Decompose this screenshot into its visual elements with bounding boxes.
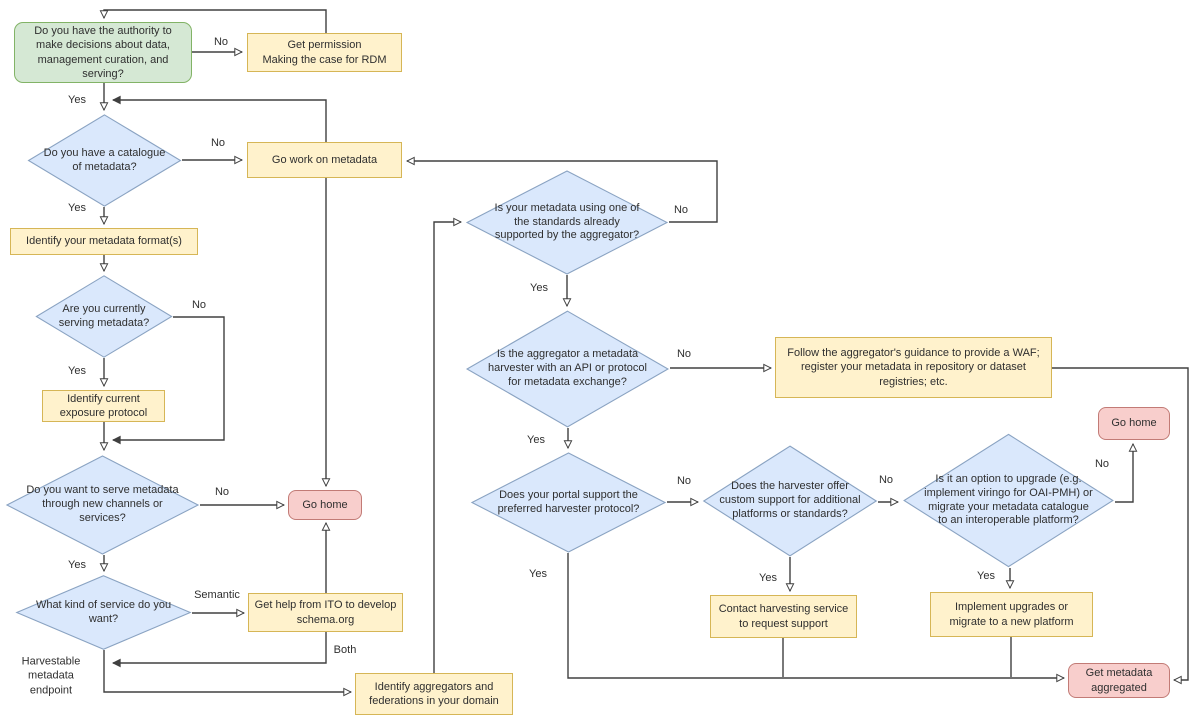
diamond-shape [465,310,670,428]
edge-label-harvester-no: No [676,347,692,360]
decision-label: Is it an option to upgrade (e.g. impleme… [924,473,1093,527]
edge-service-harvestable [103,650,351,692]
node-label: Get help from ITO to develop schema.org [254,599,397,626]
decision-label: Does the harvester offer custom support … [719,480,861,520]
process-identify-aggregators: Identify aggregators and federations in … [355,673,513,715]
edge-guidance-to-aggregated [1052,367,1189,680]
decision-portal-protocol: Does your portal support the preferred h… [470,452,667,553]
diamond-shape [702,445,878,557]
process-get-permission: Get permission Making the case for RDM [247,33,402,72]
edge-label-harvester-yes: Yes [527,433,545,446]
edge-label-authority-yes: Yes [68,93,86,106]
process-identify-exposure-protocol: Identify current exposure protocol [42,390,165,422]
decision-catalogue: Do you have a catalogue of metadata? [27,114,182,207]
edge-label-catalogue-yes: Yes [68,201,86,214]
decision-label: Are you currently serving metadata? [58,302,150,329]
start-authority-question: Do you have the authority to make decisi… [14,22,192,83]
edge-label-service-both: Both [333,643,357,656]
node-label: Identify current exposure protocol [59,392,148,419]
process-follow-guidance: Follow the aggregator's guidance to prov… [775,337,1052,398]
diamond-shape [15,575,192,650]
decision-label: Does your portal support the preferred h… [497,488,640,515]
edge-portal-yes [567,553,1064,678]
edge-label-channels-yes: Yes [68,558,86,571]
node-label: Get permission Making the case for RDM [262,39,387,66]
node-label: Identify your metadata format(s) [26,235,182,248]
decision-label: Is the aggregator a metadata harvester w… [488,348,647,388]
terminal-go-home-2: Go home [1098,407,1170,440]
edge-label-serving-yes: Yes [68,364,86,377]
diamond-shape [902,433,1115,568]
edge-label-catalogue-no: No [210,136,226,149]
edge-permission-return [104,9,327,33]
edge-service-both [113,632,327,663]
node-label: Implement upgrades or migrate to a new p… [949,601,1074,628]
edge-label-custom-yes: Yes [759,571,777,584]
edge-label-service-harvestable: Harvestable metadata endpoint [21,655,81,697]
node-label: Go home [1111,417,1157,430]
terminal-go-home-1: Go home [288,490,362,520]
diamond-shape [35,275,173,358]
process-ito-schema-org: Get help from ITO to develop schema.org [248,593,403,632]
decision-aggregator-harvester: Is the aggregator a metadata harvester w… [465,310,670,428]
node-label: Do you have the authority to make decisi… [34,25,172,80]
diamond-shape [27,114,182,207]
process-go-work-on-metadata: Go work on metadata [247,142,402,178]
node-label: Follow the aggregator's guidance to prov… [787,347,1040,388]
process-contact-harvesting-service: Contact harvesting service to request su… [710,595,857,638]
decision-custom-support: Does the harvester offer custom support … [702,445,878,557]
diamond-shape [470,452,667,553]
edge-label-authority-no: No [213,35,229,48]
edge-gowork-return [113,100,327,142]
edge-aggregators-to-standards [433,222,461,673]
decision-standards-supported: Is your metadata using one of the standa… [465,170,669,275]
edge-label-standards-yes: Yes [530,281,548,294]
decision-new-channels: Do you want to serve metadata through ne… [5,455,200,555]
node-label: Contact harvesting service to request su… [718,603,849,630]
diamond-shape [5,455,200,555]
edge-label-portal-no: No [676,474,692,487]
terminal-get-metadata-aggregated: Get metadata aggregated [1068,663,1170,698]
decision-label: Do you want to serve metadata through ne… [26,484,179,524]
decision-service-kind: What kind of service do you want? [15,575,192,650]
decision-label: Is your metadata using one of the standa… [494,201,640,242]
decision-currently-serving: Are you currently serving metadata? [35,275,173,358]
edge-label-service-semantic: Semantic [194,588,240,601]
diamond-shape [465,170,669,275]
edge-standards-no [407,161,718,223]
edge-label-portal-yes: Yes [529,567,547,580]
edge-label-upgrade-yes: Yes [977,569,995,582]
decision-label: What kind of service do you want? [35,598,172,625]
node-label: Identify aggregators and federations in … [369,680,499,707]
edge-label-serving-no: No [191,298,207,311]
edge-upgrade-no [1115,444,1133,503]
node-label: Go work on metadata [271,153,378,166]
process-implement-upgrades: Implement upgrades or migrate to a new p… [930,592,1093,637]
edge-serving-no [113,316,225,440]
node-label: Get metadata aggregated [1085,667,1153,694]
edge-label-upgrade-no: No [1094,457,1110,470]
node-label: Go home [302,498,348,511]
decision-label: Do you have a catalogue of metadata? [43,146,166,173]
edge-label-channels-no: No [214,485,230,498]
edge-label-standards-no: No [673,203,689,216]
decision-upgrade-migrate: Is it an option to upgrade (e.g. impleme… [902,433,1115,568]
edge-label-custom-no: No [878,473,894,486]
process-identify-formats: Identify your metadata format(s) [10,228,198,255]
